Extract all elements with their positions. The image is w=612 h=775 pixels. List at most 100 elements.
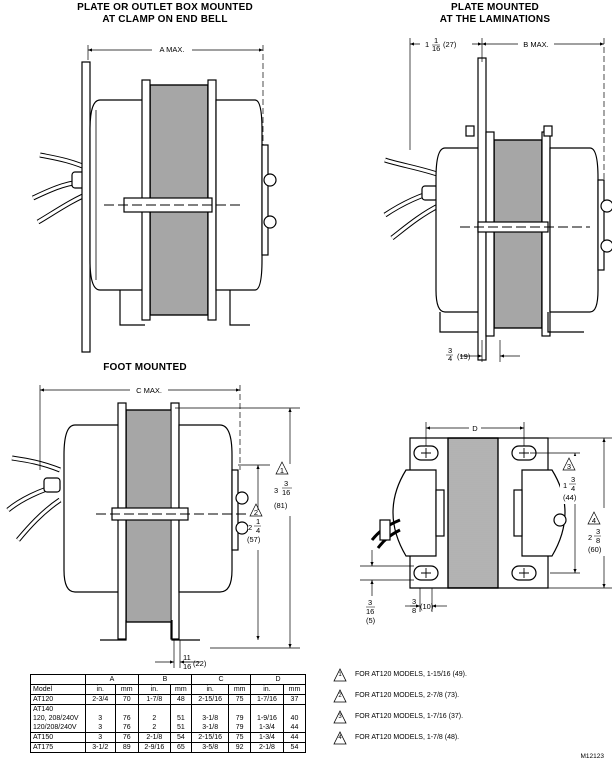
dim-d: D <box>472 424 478 433</box>
title-foot-mounted: FOOT MOUNTED <box>103 362 187 373</box>
dim-2-den: 4 <box>256 526 260 535</box>
table-cell: 79 <box>228 723 251 733</box>
dim-57mm: (57) <box>247 535 261 544</box>
dim-81mm: (81) <box>274 501 288 510</box>
table-cell: 2-15/16 <box>190 732 230 743</box>
dim-b-max: B MAX. <box>523 40 548 49</box>
note-item: 1 FOR AT120 MODELS, 1-15/16 (49). <box>333 666 467 683</box>
table-cell <box>250 704 284 714</box>
table-cell: 76 <box>114 732 140 743</box>
header-cell: in. <box>190 684 230 695</box>
table-cell: 3-5/8 <box>190 742 230 753</box>
table-cell: 92 <box>228 742 251 753</box>
table-cell: 120, 208/240V <box>30 714 86 723</box>
title-clamp-line2: AT CLAMP ON END BELL <box>102 14 228 25</box>
dim-19mm: (19) <box>457 352 471 361</box>
table-cell: 48 <box>169 694 193 705</box>
note-item: 3 FOR AT120 MODELS, 1-7/16 (37). <box>333 708 467 725</box>
table-cell: 44 <box>282 723 307 733</box>
dim-60mm: (60) <box>588 545 602 554</box>
notes-list: 1 FOR AT120 MODELS, 1-15/16 (49). 2 FOR … <box>333 666 467 750</box>
table-cell <box>282 704 307 714</box>
dim-3-num: 3 <box>448 346 452 355</box>
dim-22mm: (22) <box>193 659 207 668</box>
table-cell: 51 <box>169 714 193 723</box>
dim-23-whole: 2 <box>588 533 592 542</box>
table-row: AT120 2-3/4 70 1-7/8 48 2-15/16 75 1-7/1… <box>30 694 307 705</box>
table-group-row: A B C D <box>30 674 306 685</box>
dim-11-num: 11 <box>183 653 191 662</box>
note-number: 2 <box>338 692 342 699</box>
title-lamination-mounted: PLATE MOUNTED AT THE LAMINATIONS <box>415 2 575 26</box>
dim-11-den: 16 <box>183 662 191 671</box>
table-cell: 54 <box>169 732 193 743</box>
table-cell: 75 <box>228 732 251 743</box>
tri-2-foot: 2 <box>254 508 258 517</box>
view-foot-mounted <box>6 385 300 668</box>
note-number: 4 <box>338 734 342 741</box>
dim-38-num: 3 <box>412 597 416 606</box>
table-cell: 3-1/8 <box>190 723 230 733</box>
note-text: FOR AT120 MODELS, 2-7/8 (73). <box>355 692 460 699</box>
dimension-table: A B C D Model in. mm in. mm in. mm in. m… <box>30 674 307 753</box>
dim-a-max: A MAX. <box>159 45 184 54</box>
table-cell: 3 <box>85 723 116 733</box>
dim-1-den: 16 <box>432 44 440 53</box>
warning-triangle-icon: 3 <box>333 709 347 724</box>
col-group-a: A <box>85 674 139 685</box>
warning-triangle-icon: 1 <box>333 667 347 682</box>
dim-5mm: (5) <box>366 616 376 625</box>
tri-3-top: 3 <box>567 462 571 471</box>
dim-23-den: 8 <box>596 536 600 545</box>
col-group-d: D <box>250 674 306 685</box>
table-row: AT140 <box>30 704 307 714</box>
view-clamp-mounted <box>31 45 277 353</box>
table-cell: 44 <box>282 732 307 743</box>
table-cell: 2-15/16 <box>190 694 230 705</box>
col-group-b: B <box>138 674 192 685</box>
header-cell: mm <box>282 684 307 695</box>
header-cell: Model <box>30 684 86 695</box>
dim-23-num: 3 <box>596 527 600 536</box>
table-cell: 120/208/240V <box>30 723 86 733</box>
table-cell: 70 <box>114 694 140 705</box>
table-cell <box>169 704 193 714</box>
table-cell: 3 <box>85 714 116 723</box>
table-cell <box>114 704 140 714</box>
header-cell: in. <box>250 684 284 695</box>
note-item: 2 FOR AT120 MODELS, 2-7/8 (73). <box>333 687 467 704</box>
dim-2-whole: 2 <box>248 523 252 532</box>
warning-triangle-icon: 2 <box>333 688 347 703</box>
dim-1-num: 1 <box>434 36 438 45</box>
header-cell: mm <box>228 684 251 695</box>
table-cell: 89 <box>114 742 140 753</box>
table-cell: AT140 <box>30 704 86 714</box>
table-row: AT150 3 76 2-1/8 54 2-15/16 75 1-3/4 44 <box>30 732 307 743</box>
note-text: FOR AT120 MODELS, 1-15/16 (49). <box>355 671 467 678</box>
table-cell: 54 <box>282 742 307 753</box>
dim-316-den: 16 <box>366 607 374 616</box>
table-cell: 1-7/8 <box>138 694 171 705</box>
dim-13-num: 3 <box>571 475 575 484</box>
tri-1-foot: 1 <box>280 466 284 475</box>
table-cell: 65 <box>169 742 193 753</box>
dim-3-whole: 3 <box>274 486 278 495</box>
dim-3-16-num: 3 <box>284 479 288 488</box>
header-cell: in. <box>138 684 171 695</box>
header-cell: mm <box>114 684 140 695</box>
table-cell: 1-3/4 <box>250 732 284 743</box>
table-cell: 40 <box>282 714 307 723</box>
table-cell: 2-3/4 <box>85 694 116 705</box>
table-cell: 75 <box>228 694 251 705</box>
table-cell <box>138 704 171 714</box>
note-item: 4 FOR AT120 MODELS, 1-7/8 (48). <box>333 729 467 746</box>
dim-c-max: C MAX. <box>136 386 162 395</box>
table-cell: 2-1/8 <box>250 742 284 753</box>
title-clamp-line1: PLATE OR OUTLET BOX MOUNTED <box>77 2 253 13</box>
dim-3-16-den: 16 <box>282 488 290 497</box>
table-cell: 79 <box>228 714 251 723</box>
view-lamination-mounted <box>383 38 612 362</box>
dim-4-den: 4 <box>448 354 452 363</box>
note-number: 3 <box>338 713 342 720</box>
